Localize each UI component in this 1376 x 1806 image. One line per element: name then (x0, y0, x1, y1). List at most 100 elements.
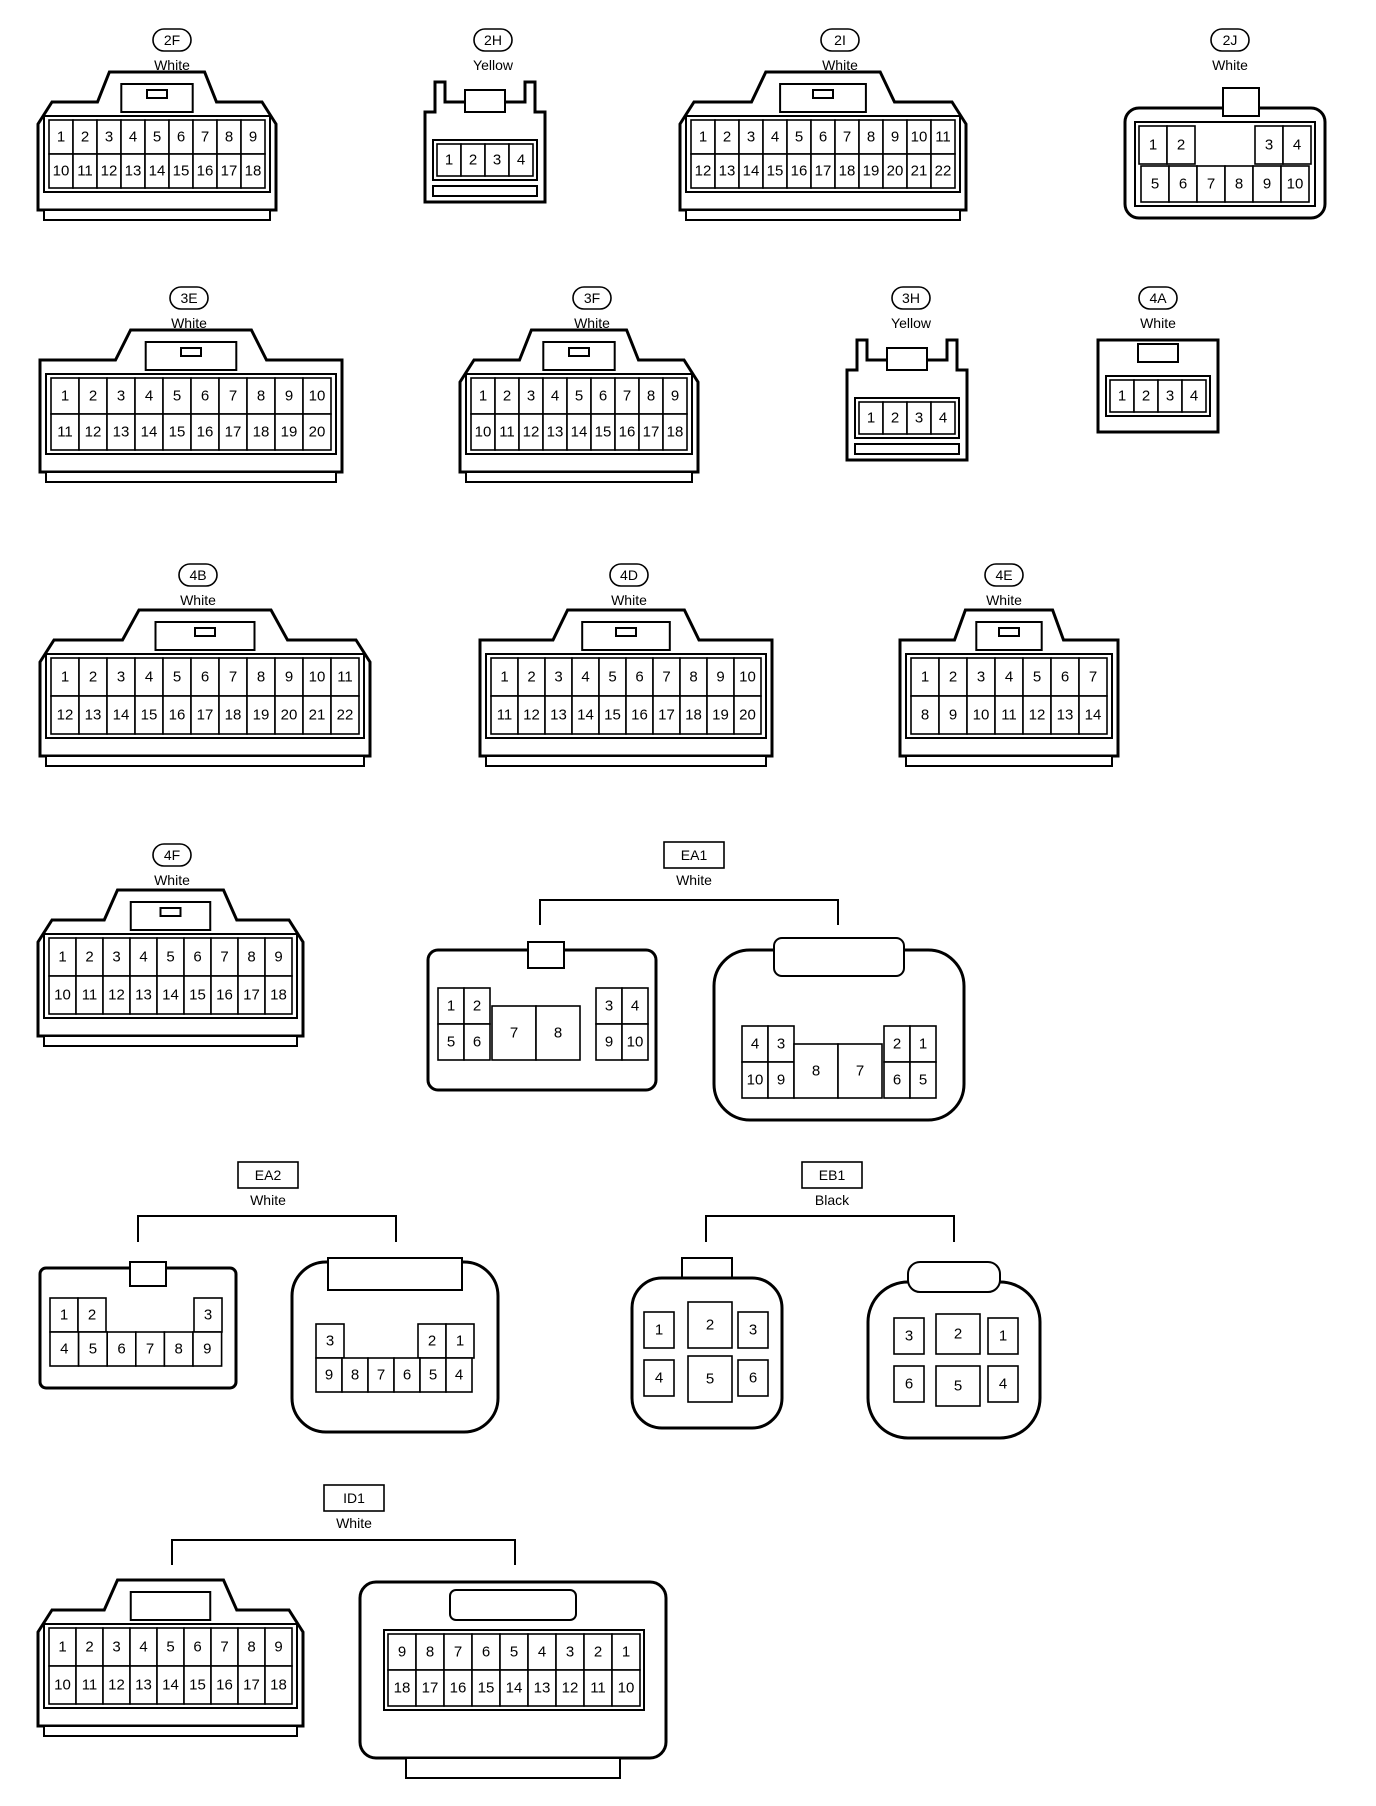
connector-tag-frame (1138, 286, 1178, 310)
pin-label: 7 (1207, 176, 1215, 193)
pin-label: 18 (270, 1677, 287, 1694)
pin-label: 2 (954, 1326, 962, 1343)
pin-label: 11 (935, 129, 951, 146)
pin-label: 4 (538, 1644, 546, 1661)
pin-label: 10 (309, 388, 326, 405)
pin-label: 3 (117, 388, 125, 405)
pin-label: 5 (608, 669, 616, 686)
pin-cell (210, 975, 239, 1015)
pin-label: 9 (605, 1034, 613, 1051)
pin-label: 13 (135, 1677, 152, 1694)
pin-cell (274, 413, 304, 451)
pin-label: 15 (604, 707, 621, 724)
pin-cell (1168, 165, 1198, 203)
pin-label: 10 (1287, 176, 1304, 193)
pin-cell (571, 657, 600, 697)
connector-tag: 2H (484, 32, 502, 48)
pin-label: 6 (403, 1367, 411, 1384)
bracket (171, 1539, 516, 1565)
pin-label: 13 (85, 707, 102, 724)
pin-label: 9 (398, 1644, 406, 1661)
pin-cell (216, 119, 242, 155)
pin-cell (935, 1365, 981, 1407)
pin-label: 12 (523, 424, 540, 441)
pin-cell (1078, 657, 1108, 697)
pin-cell (566, 377, 592, 415)
pin-cell (938, 695, 968, 735)
pin-label: 2 (89, 388, 97, 405)
pin-label: 6 (893, 1072, 901, 1089)
pin-label: 7 (510, 1025, 518, 1042)
pin-cell (48, 1665, 77, 1705)
connector-color: White (986, 592, 1022, 608)
pin-label: 4 (751, 1036, 759, 1053)
connector-color: White (1140, 315, 1176, 331)
pin-label: 6 (193, 949, 201, 966)
pin-cell (77, 1297, 107, 1333)
connector-color: White (250, 1192, 286, 1208)
pin-cell (893, 1317, 925, 1355)
pin-label: 6 (201, 388, 209, 405)
connector-color: White (154, 57, 190, 73)
pin-label: 2 (503, 388, 511, 405)
pin-cell (210, 1665, 239, 1705)
pin-label: 8 (247, 1639, 255, 1656)
pin-label: 11 (497, 707, 513, 724)
pin-cell (987, 1365, 1019, 1403)
pin-label: 9 (777, 1072, 785, 1089)
pin-label: 19 (281, 424, 298, 441)
pin-label: 9 (274, 1639, 282, 1656)
pin-cell (662, 413, 688, 451)
pin-label: 14 (1085, 707, 1102, 724)
connector-foot (905, 755, 1113, 767)
pin-label: 1 (456, 1333, 464, 1350)
pin-label: 2 (89, 669, 97, 686)
pin-label: 3 (915, 410, 923, 427)
pin-label: 5 (173, 388, 181, 405)
pin-label: 4 (60, 1341, 68, 1358)
pin-cell (48, 937, 77, 977)
pin-cell (445, 1357, 473, 1393)
connector-tag: 3F (584, 290, 600, 306)
pin-label: 3 (204, 1307, 212, 1324)
pin-cell (690, 153, 716, 189)
pin-cell (858, 119, 884, 155)
pin-label: 16 (169, 707, 186, 724)
pin-label: 13 (1057, 707, 1074, 724)
pin-label: 1 (61, 669, 69, 686)
pin-label: 10 (54, 1677, 71, 1694)
pin-label: 6 (819, 129, 827, 146)
pin-label: 5 (166, 1639, 174, 1656)
pin-label: 2 (469, 152, 477, 169)
pin-label: 9 (1263, 176, 1271, 193)
connector-foot (43, 1725, 298, 1737)
pin-cell (96, 119, 122, 155)
latch-tab (568, 347, 590, 357)
pin-label: 1 (60, 1307, 68, 1324)
pin-label: 6 (905, 1376, 913, 1393)
pin-cell (246, 377, 276, 415)
pin-label: 18 (270, 987, 287, 1004)
pin-label: 2 (88, 1307, 96, 1324)
pin-cell (737, 1311, 769, 1349)
pin-cell (490, 657, 519, 697)
pin-cell (156, 1627, 185, 1667)
pin-label: 3 (554, 669, 562, 686)
pin-label: 14 (149, 163, 166, 180)
pin-label: 3 (566, 1644, 574, 1661)
pin-label: 11 (57, 424, 73, 441)
pin-label: 7 (843, 129, 851, 146)
pin-cell (882, 119, 908, 155)
pin-label: 6 (599, 388, 607, 405)
pin-cell (517, 695, 546, 735)
pin-cell (638, 377, 664, 415)
latch-tab (812, 89, 834, 99)
pin-label: 3 (112, 1639, 120, 1656)
pin-label: 4 (1190, 388, 1198, 405)
pin-label: 17 (815, 163, 832, 180)
